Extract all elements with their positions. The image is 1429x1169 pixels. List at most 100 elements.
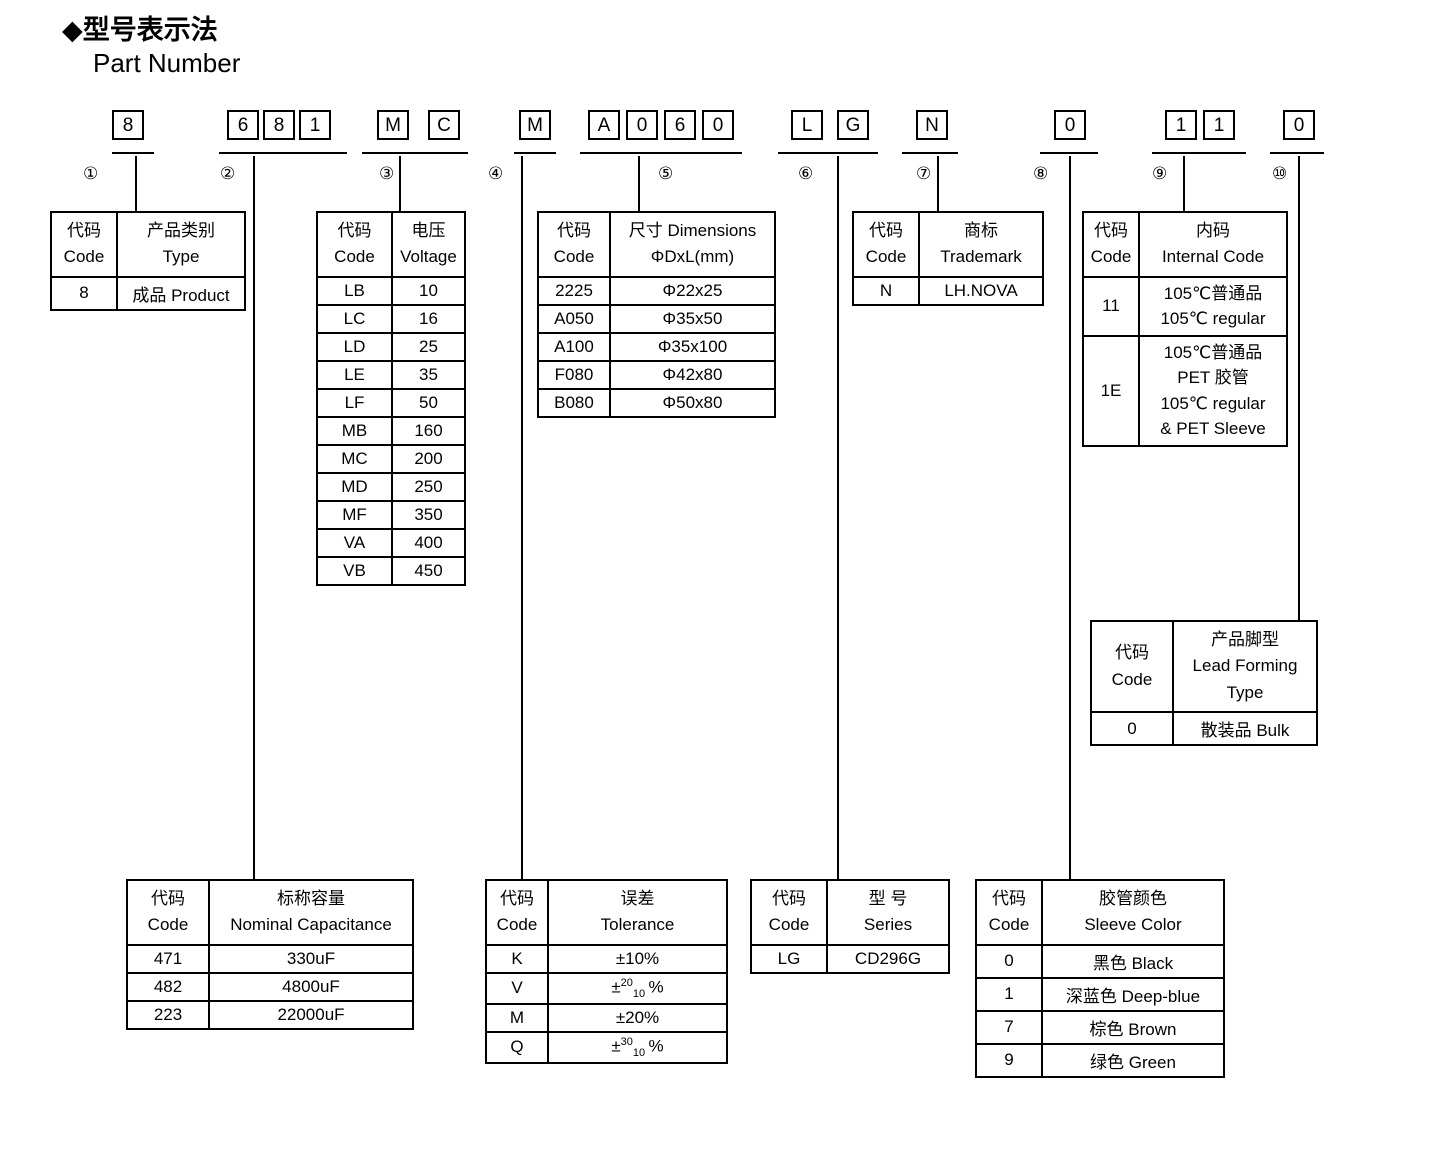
cell-value: 黑色 Black xyxy=(1041,943,1225,979)
connector-5 xyxy=(638,156,640,211)
tolerance-upper: 30 xyxy=(620,1035,633,1048)
code-char-4-1: M xyxy=(519,110,551,140)
connector-4 xyxy=(521,156,523,879)
page-title-cn: ◆型号表示法 xyxy=(62,15,218,45)
cell-code: 1 xyxy=(975,976,1043,1012)
connector-3 xyxy=(399,156,401,211)
header-value: 产品类别 Type xyxy=(116,211,246,278)
cell-value: ±10% xyxy=(547,943,728,974)
cell-code: LB xyxy=(316,275,393,306)
code-char-8-1: 0 xyxy=(1054,110,1086,140)
connector-1 xyxy=(135,156,137,211)
connector-6 xyxy=(837,156,839,879)
table-row-header: 代码 Code 商标 Trademark xyxy=(852,211,1044,278)
cell-code: MF xyxy=(316,499,393,530)
cell-value: Φ35x50 xyxy=(609,303,776,334)
cell-code: MB xyxy=(316,415,393,446)
cell-code: MD xyxy=(316,471,393,502)
cell-code: F080 xyxy=(537,359,611,390)
cell-value: 散装品 Bulk xyxy=(1172,711,1318,747)
table-row: Q ±3010 % xyxy=(485,1030,728,1064)
table-series: 代码 Code 型 号 Series LG CD296G xyxy=(750,879,950,974)
header-code: 代码 Code xyxy=(50,211,118,278)
connector-7 xyxy=(937,156,939,211)
table-row-header: 代码 Code 产品脚型 Lead Forming Type xyxy=(1090,619,1318,714)
group-underline-8 xyxy=(1040,152,1098,154)
code-char-5-2: 0 xyxy=(626,110,658,140)
header-value: 胶管颜色 Sleeve Color xyxy=(1041,879,1225,946)
group-underline-7 xyxy=(902,152,958,154)
cell-code: A050 xyxy=(537,303,611,334)
cell-code: 482 xyxy=(126,971,210,1002)
group-underline-3 xyxy=(362,152,468,154)
group-marker-5: ⑤ xyxy=(658,164,674,183)
internal-code-line: 105℃ regular xyxy=(1160,393,1266,413)
cell-value: 10 xyxy=(391,275,466,306)
cell-code: A100 xyxy=(537,331,611,362)
tolerance-upper: 20 xyxy=(620,976,633,989)
header-code: 代码 Code xyxy=(485,879,549,946)
header-value: 商标 Trademark xyxy=(918,211,1044,278)
table-row-header: 代码 Code 产品类别 Type xyxy=(50,211,246,278)
cell-value: Φ22x25 xyxy=(609,275,776,306)
cell-value: 200 xyxy=(391,443,466,474)
cell-code: 471 xyxy=(126,943,210,974)
cell-code: 2225 xyxy=(537,275,611,306)
table-row: LG CD296G xyxy=(750,943,950,974)
table-row: M ±20% xyxy=(485,1002,728,1033)
connector-2 xyxy=(253,156,255,879)
table-row: N LH.NOVA xyxy=(852,275,1044,306)
cell-value-range: ±2010 % xyxy=(547,971,728,1005)
cell-value: Φ42x80 xyxy=(609,359,776,390)
header-code: 代码 Code xyxy=(126,879,210,946)
page-title-en: Part Number xyxy=(93,48,241,78)
header-value: 误差 Tolerance xyxy=(547,879,728,946)
cell-code: LD xyxy=(316,331,393,362)
cell-value: Φ35x100 xyxy=(609,331,776,362)
group-marker-2: ② xyxy=(220,164,236,183)
code-char-10-1: 0 xyxy=(1283,110,1315,140)
cell-code: K xyxy=(485,943,549,974)
table-row: 8 成品 Product xyxy=(50,275,246,311)
group-marker-7: ⑦ xyxy=(916,164,932,183)
code-char-2-1: 6 xyxy=(227,110,259,140)
table-tolerance: 代码 Code 误差 Tolerance K ±10% V ±2010 % M … xyxy=(485,879,728,1064)
code-char-3-2: C xyxy=(428,110,460,140)
header-code: 代码 Code xyxy=(852,211,920,278)
code-char-1-1: 8 xyxy=(112,110,144,140)
group-underline-5 xyxy=(580,152,742,154)
table-type: 代码 Code 产品类别 Type 8 成品 Product xyxy=(50,211,246,311)
table-row-header: 代码 Code 型 号 Series xyxy=(750,879,950,946)
cell-code: MC xyxy=(316,443,393,474)
group-underline-4 xyxy=(514,152,556,154)
cell-code: 0 xyxy=(1090,711,1174,747)
cell-value: 棕色 Brown xyxy=(1041,1009,1225,1045)
cell-value: Φ50x80 xyxy=(609,387,776,418)
cell-code: B080 xyxy=(537,387,611,418)
cell-value: 250 xyxy=(391,471,466,502)
cell-code: LE xyxy=(316,359,393,390)
group-underline-6 xyxy=(778,152,878,154)
table-internal-code: 代码 Code 内码 Internal Code 11 105℃普通品 105℃… xyxy=(1082,211,1288,447)
cell-code: N xyxy=(852,275,920,306)
table-row: 1E 105℃普通品 PET 胶管 105℃ regular & PET Sle… xyxy=(1082,334,1288,447)
connector-10 xyxy=(1298,156,1300,622)
cell-value: 深蓝色 Deep-blue xyxy=(1041,976,1225,1012)
cell-value: LH.NOVA xyxy=(918,275,1044,306)
table-row: K ±10% xyxy=(485,943,728,974)
cell-code: 11 xyxy=(1082,275,1140,337)
cell-value: 450 xyxy=(391,555,466,586)
group-marker-4: ④ xyxy=(488,164,504,183)
